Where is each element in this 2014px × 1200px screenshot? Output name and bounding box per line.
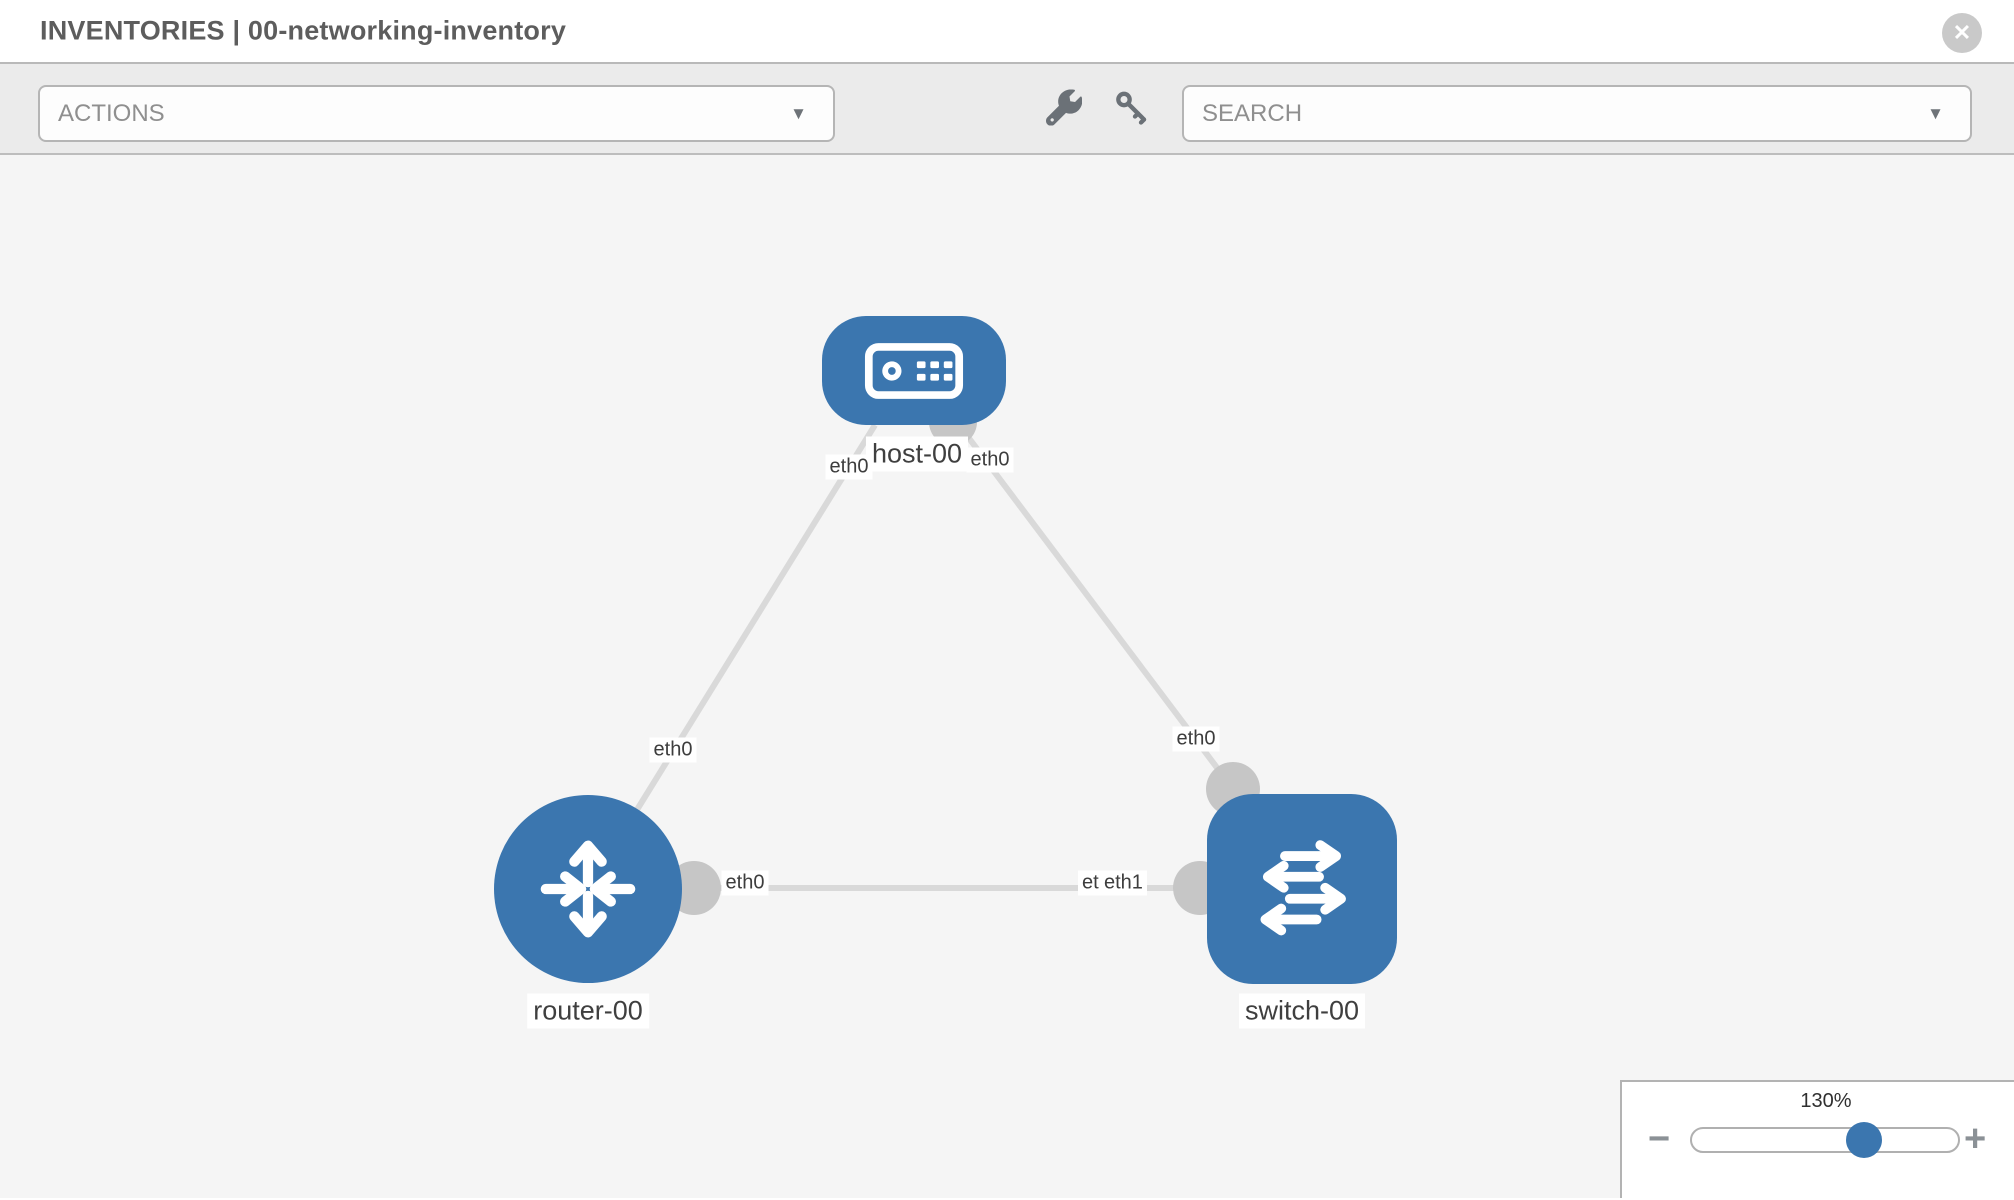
- interface-label: eth0: [1172, 726, 1220, 752]
- node-label-switch: switch-00: [1238, 993, 1366, 1029]
- node-switch[interactable]: [1207, 794, 1397, 984]
- zoom-in-button[interactable]: +: [1964, 1120, 1986, 1158]
- interface-label: eth0: [966, 447, 1014, 473]
- interface-label: eth0: [649, 737, 697, 763]
- topology-canvas[interactable]: host-00 router-00 switch-00 eth0 eth0 et…: [0, 155, 2014, 1198]
- switch-icon: [1260, 840, 1346, 936]
- search-placeholder: SEARCH: [1202, 99, 1303, 127]
- close-button[interactable]: ✕: [1942, 13, 1982, 53]
- interface-label: eth0: [721, 870, 769, 896]
- node-host[interactable]: [822, 316, 1006, 425]
- key-icon-button[interactable]: [1112, 87, 1152, 130]
- page-header: INVENTORIES | 00-networking-inventory ✕: [0, 0, 2014, 64]
- host-icon: [864, 342, 964, 399]
- page-title: INVENTORIES | 00-networking-inventory: [40, 15, 567, 46]
- close-icon: ✕: [1952, 20, 1972, 45]
- search-dropdown[interactable]: SEARCH ▼: [1182, 85, 1972, 142]
- wrench-icon-button[interactable]: [1046, 88, 1083, 128]
- toolbar: ACTIONS ▼ SEARCH ▼: [0, 64, 2014, 155]
- actions-dropdown[interactable]: ACTIONS ▼: [38, 85, 835, 142]
- chevron-down-icon: ▼: [1927, 103, 1944, 123]
- actions-dropdown-label: ACTIONS: [58, 99, 165, 127]
- chevron-down-icon: ▼: [790, 103, 807, 123]
- zoom-slider-knob[interactable]: [1846, 1122, 1882, 1158]
- minus-icon: −: [1648, 1118, 1671, 1160]
- key-icon: [1116, 91, 1147, 125]
- interface-label: eth0: [825, 454, 873, 480]
- zoom-out-button[interactable]: −: [1648, 1120, 1670, 1158]
- node-label-router: router-00: [527, 993, 649, 1029]
- topology-links-layer: [585, 398, 1260, 915]
- router-icon: [540, 840, 636, 938]
- node-router[interactable]: [494, 795, 682, 983]
- zoom-panel: 130% − +: [1620, 1080, 2014, 1198]
- zoom-slider-track[interactable]: [1690, 1127, 1960, 1153]
- wrench-icon: [1046, 88, 1083, 126]
- plus-icon: +: [1964, 1118, 1987, 1160]
- node-label-host: host-00: [865, 436, 969, 472]
- zoom-level-label: 130%: [1800, 1090, 1852, 1112]
- interface-label: eth1: [1100, 870, 1147, 896]
